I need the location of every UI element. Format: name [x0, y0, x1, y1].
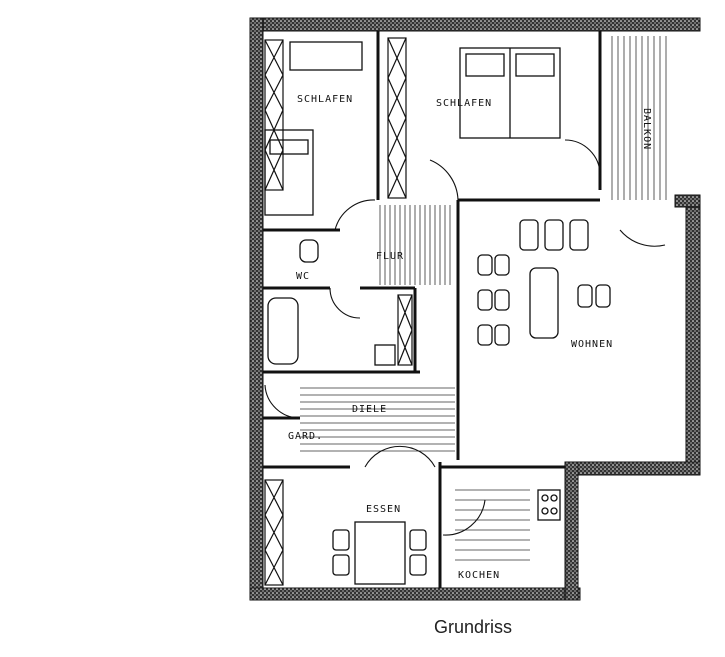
outer-walls — [249, 17, 701, 601]
label-flur: FLUR — [376, 251, 404, 262]
label-wc: WC — [296, 271, 310, 282]
furniture — [267, 219, 611, 585]
label-schlafen-2: SCHLAFEN — [436, 98, 492, 109]
label-garderobe: GARD. — [288, 431, 323, 442]
label-wohnen: WOHNEN — [571, 339, 613, 350]
label-diele: DIELE — [352, 404, 387, 415]
wardrobes — [264, 37, 413, 586]
label-kochen: KOCHEN — [458, 570, 500, 581]
interior-walls — [263, 31, 602, 588]
door-swings — [264, 139, 666, 536]
plan-caption: Grundriss — [434, 617, 513, 637]
label-balkon: BALKON — [641, 108, 652, 150]
floor-hatching — [300, 36, 667, 561]
floor-plan: SCHLAFEN SCHLAFEN BALKON FLUR WC WOHNEN … — [249, 17, 701, 601]
label-schlafen-1: SCHLAFEN — [297, 94, 353, 105]
label-essen: ESSEN — [366, 504, 401, 515]
beds — [264, 41, 561, 216]
